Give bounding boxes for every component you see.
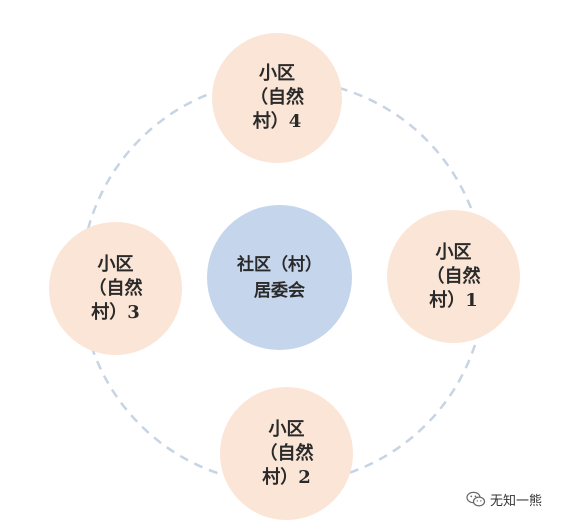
node-label-line: 居委会 (254, 280, 305, 301)
node-label-line: （自然 (426, 265, 481, 287)
watermark: 无知一熊 (466, 490, 542, 509)
watermark-text: 无知一熊 (490, 494, 543, 509)
node-label-line: 小区 (268, 418, 305, 440)
node-label: 小区 （自然 村）3 (89, 253, 143, 325)
node-label-line: 村）1 (429, 289, 478, 311)
node-label-line: 小区 (259, 63, 295, 84)
node-community-1: 小区 （自然 村）1 (387, 210, 520, 343)
node-residents-committee: 社区（村） 居委会 (207, 205, 352, 350)
node-label-line: 村）4 (252, 111, 302, 132)
wechat-icon (466, 491, 486, 507)
node-label: 小区 （自然 村）1 (427, 241, 481, 313)
node-label-line: （自然 (259, 442, 314, 464)
node-label: 小区 （自然 村）2 (260, 418, 314, 490)
node-label-line: 社区（村） (237, 254, 322, 275)
node-community-3: 小区 （自然 村）3 (49, 222, 182, 355)
node-label: 小区 （自然 村）4 (250, 62, 304, 134)
node-label-line: 村）2 (262, 466, 311, 488)
node-community-2: 小区 （自然 村）2 (220, 387, 353, 520)
node-label-line: （自然 (250, 87, 304, 108)
node-label-line: 村）3 (91, 301, 140, 323)
node-label-line: 小区 (97, 253, 134, 275)
node-label: 社区（村） 居委会 (237, 252, 322, 304)
node-label-line: 小区 (435, 241, 472, 263)
node-label-line: （自然 (88, 277, 143, 299)
node-community-4: 小区 （自然 村）4 (212, 33, 342, 163)
